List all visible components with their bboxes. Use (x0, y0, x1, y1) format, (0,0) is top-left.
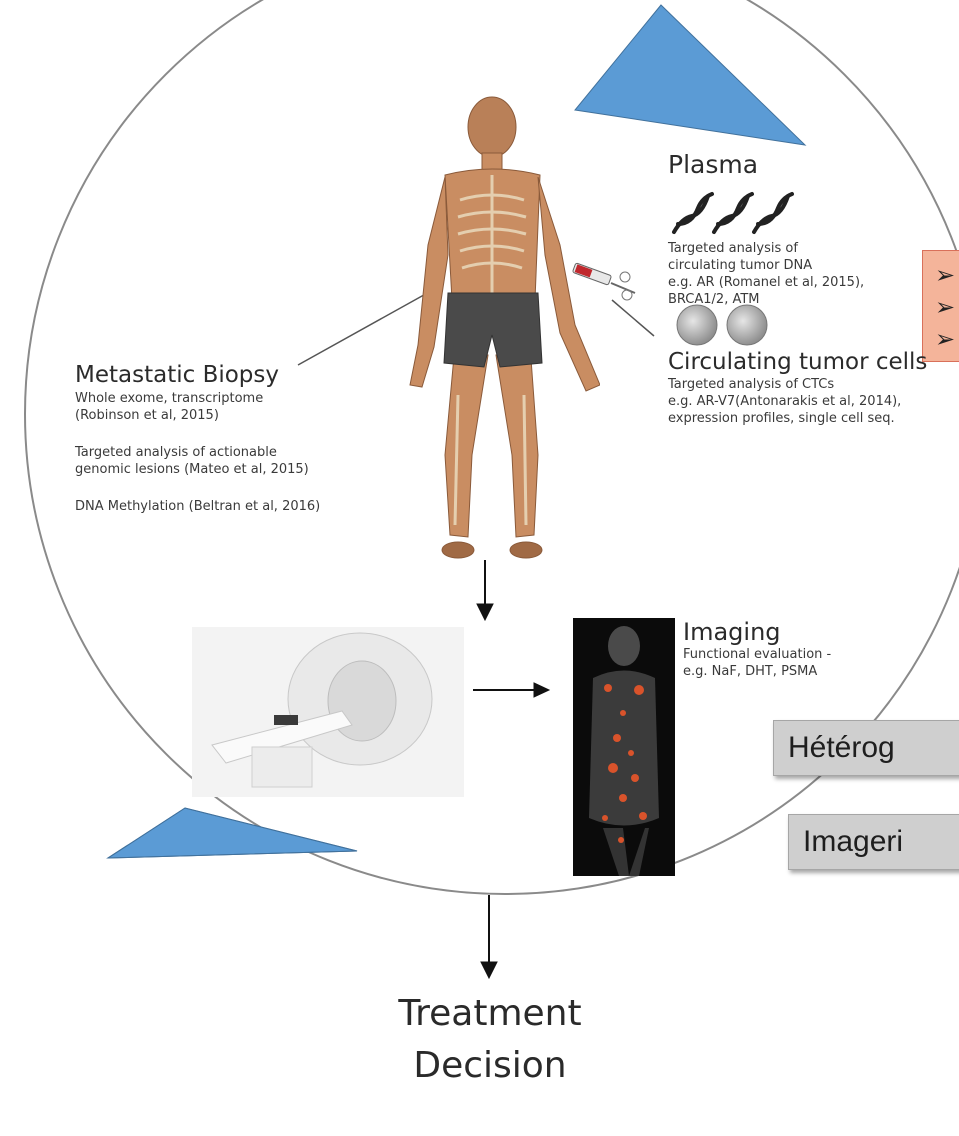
ctc-cell-icons (675, 302, 770, 348)
down-arrow-treatment (481, 895, 497, 978)
imaging-title: Imaging (683, 618, 781, 646)
pet-scan-image (573, 618, 675, 876)
blue-arrowhead-top (575, 5, 805, 145)
biopsy-line-1: Whole exome, transcriptome (75, 390, 395, 407)
imaging-line-1: Functional evaluation - (683, 646, 883, 663)
ctc-title: Circulating tumor cells (668, 349, 927, 375)
imaging-line-2: e.g. NaF, DHT, PSMA (683, 663, 883, 680)
ctc-description: Targeted analysis of CTCs e.g. AR-V7(Ant… (668, 376, 958, 427)
blue-arrowhead-bottom (108, 808, 357, 858)
dna-helix-icons (668, 188, 798, 236)
treatment-line-2: Decision (340, 1040, 640, 1092)
imaging-box: Imageri (788, 814, 959, 870)
biopsy-description: Whole exome, transcriptome (Robinson et … (75, 390, 395, 515)
treatment-line-1: Treatment (340, 988, 640, 1040)
syringe-icon (565, 255, 645, 305)
biopsy-line-5: DNA Methylation (Beltran et al, 2016) (75, 498, 395, 515)
imaging-description: Functional evaluation - e.g. NaF, DHT, P… (683, 646, 883, 680)
biopsy-line-2: (Robinson et al, 2015) (75, 407, 395, 424)
right-arrow-scanner (473, 683, 549, 697)
plasma-title: Plasma (668, 150, 758, 179)
orange-callout-box: ➢ ➢ ➢ (922, 250, 959, 362)
ctc-line-1: Targeted analysis of CTCs (668, 376, 958, 393)
heterogeneity-box: Hétérog (773, 720, 959, 776)
ctc-line-2: e.g. AR-V7(Antonarakis et al, 2014), (668, 393, 958, 410)
plasma-line-3: e.g. AR (Romanel et al, 2015), (668, 274, 928, 291)
plasma-line-4: BRCA1/2, ATM (668, 291, 928, 308)
plasma-line-1: Targeted analysis of (668, 240, 928, 257)
biopsy-line-4: genomic lesions (Mateo et al, 2015) (75, 461, 395, 478)
bullet-arrow-icon: ➢ (935, 291, 955, 323)
human-body-figure (400, 95, 600, 570)
bullet-arrow-icon: ➢ (935, 259, 955, 291)
ctc-connector-line (612, 300, 654, 336)
plasma-line-2: circulating tumor DNA (668, 257, 928, 274)
shorts (444, 293, 542, 367)
biopsy-title: Metastatic Biopsy (75, 362, 279, 388)
ctc-line-3: expression profiles, single cell seq. (668, 410, 958, 427)
biopsy-line-3: Targeted analysis of actionable (75, 444, 395, 461)
plasma-description: Targeted analysis of circulating tumor D… (668, 240, 928, 308)
bullet-arrow-icon: ➢ (935, 323, 955, 355)
treatment-decision-label: Treatment Decision (340, 988, 640, 1092)
mri-scanner-image (192, 627, 464, 797)
